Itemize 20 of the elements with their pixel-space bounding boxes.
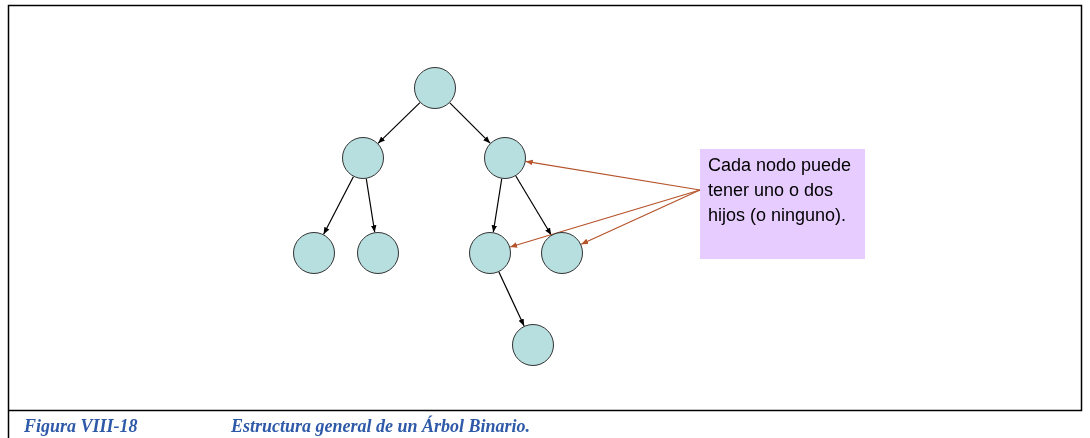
tree-node-circle (484, 137, 526, 179)
tree-node-circle (414, 67, 456, 109)
tree-node-circle (541, 232, 583, 274)
note-box: Cada nodo puede tener uno o dos hijos (o ninguno). (700, 149, 865, 259)
leader-line (525, 159, 701, 191)
arrow (491, 178, 503, 233)
tree-node-circle (469, 232, 511, 274)
arrow (515, 175, 552, 236)
arrow (377, 102, 421, 144)
figure-caption: Estructura general de un Árbol Binario. (231, 416, 531, 437)
tree-node-circle (357, 232, 399, 274)
arrow (323, 176, 354, 235)
arrow (449, 102, 491, 144)
tree-node-circle (293, 232, 335, 274)
figure-number: Figura VIII-18 (24, 416, 138, 437)
arrow (365, 178, 377, 233)
arrow (498, 271, 525, 327)
tree-node-circle (342, 137, 384, 179)
leader-line (580, 189, 701, 245)
tree-node-circle (512, 324, 554, 366)
